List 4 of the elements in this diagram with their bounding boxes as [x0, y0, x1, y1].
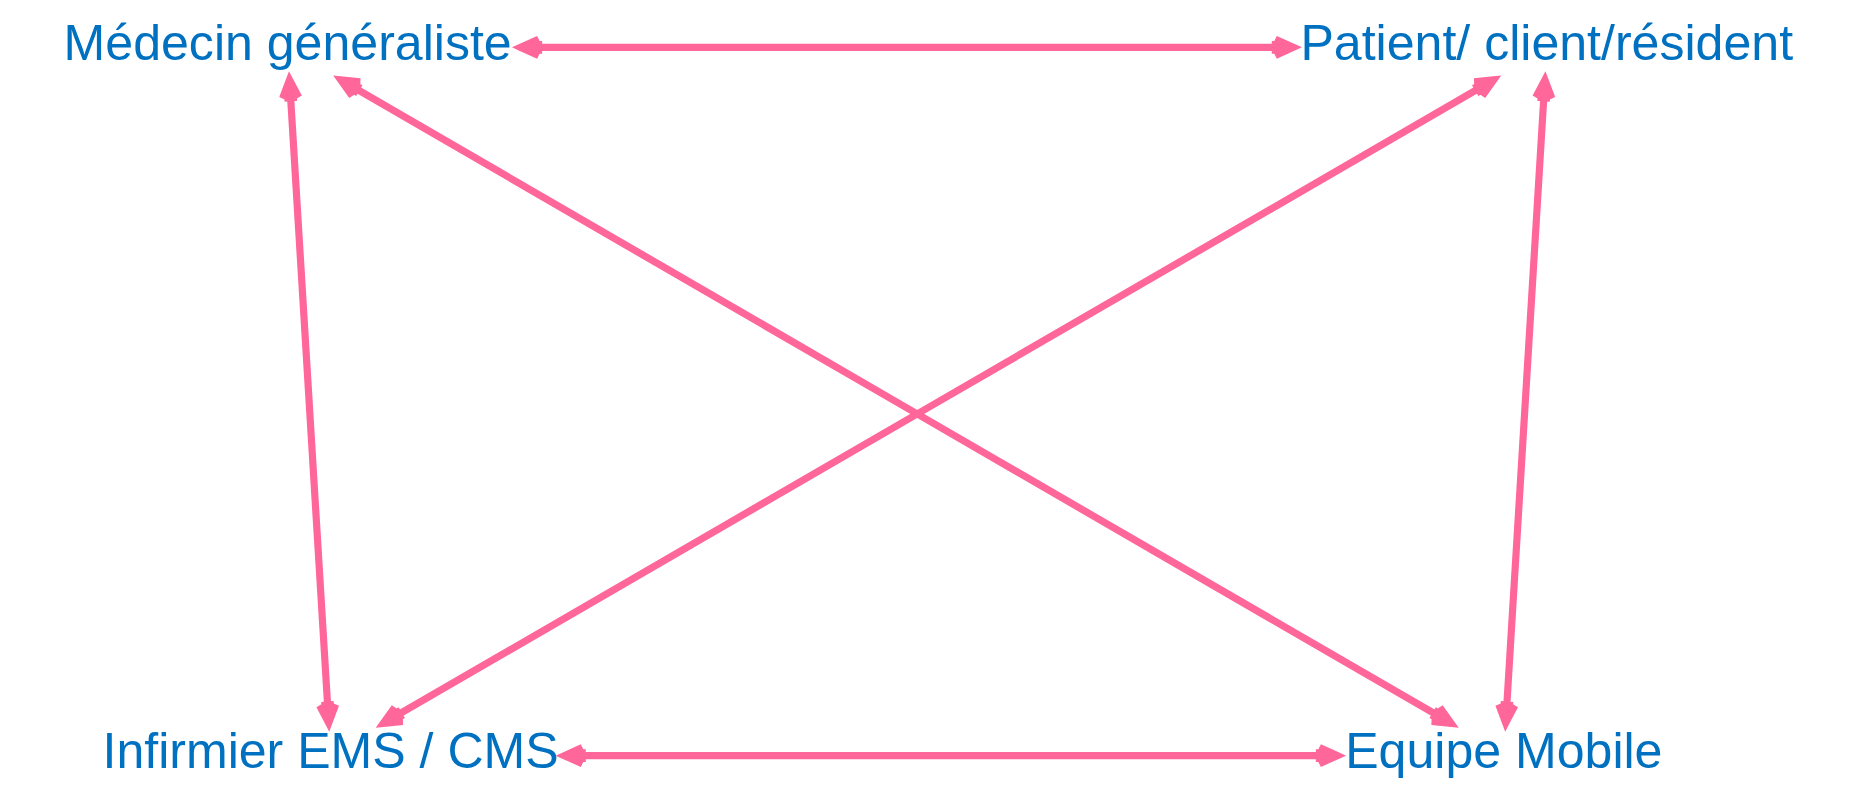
node-text: Médecin généraliste: [63, 14, 512, 71]
node-text: Infirmier EMS / CMS: [102, 722, 559, 779]
node-text: Patient/ client/résident: [1299, 14, 1793, 71]
node-text: Equipe Mobile: [1344, 722, 1662, 779]
